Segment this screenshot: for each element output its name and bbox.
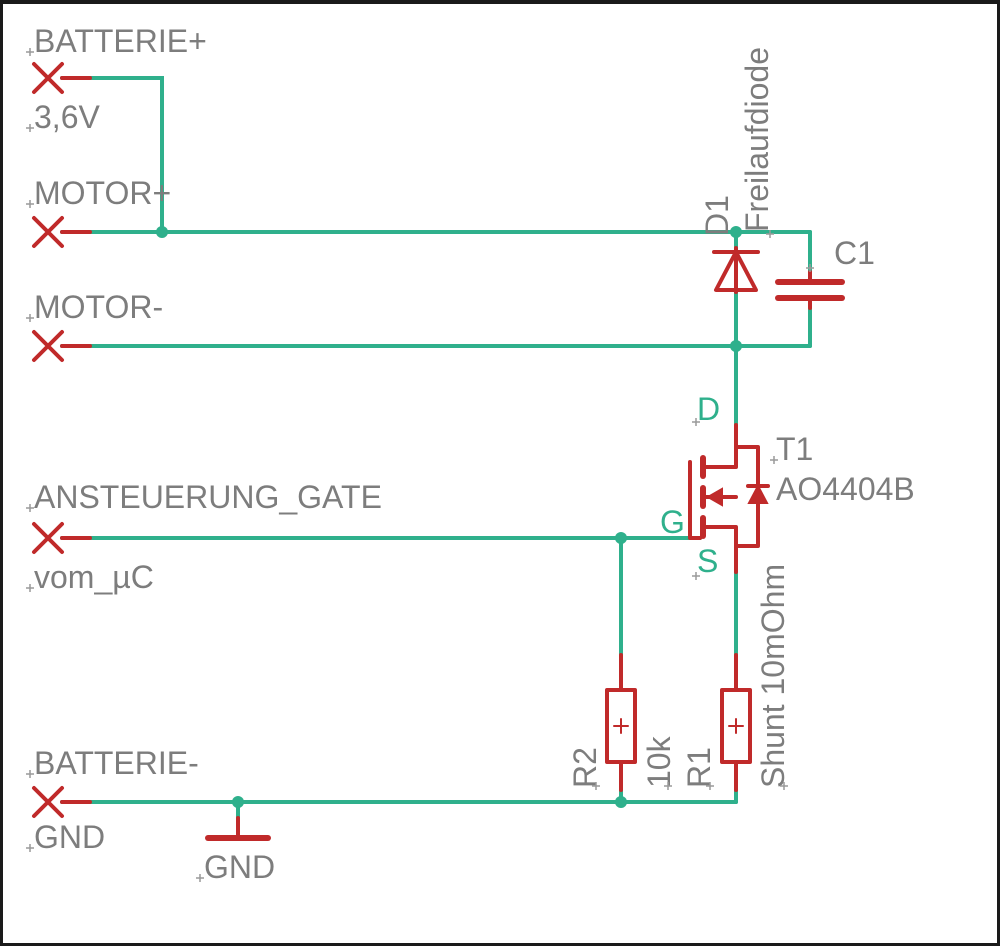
connector-value: 3,6V bbox=[34, 99, 100, 135]
resistor-plus-icon bbox=[728, 718, 744, 734]
mosfet-t1[interactable]: D G S T1 AO4404B bbox=[660, 391, 915, 579]
connector-batterie-plus[interactable]: BATTERIE+ 3,6V bbox=[32, 23, 207, 135]
connector-x-icon bbox=[32, 216, 92, 248]
origin-mark bbox=[26, 844, 34, 852]
origin-mark bbox=[706, 782, 714, 790]
origin-mark bbox=[692, 572, 700, 580]
origin-mark bbox=[26, 314, 34, 322]
origin-mark bbox=[26, 584, 34, 592]
junction-dot bbox=[615, 532, 627, 544]
junctions bbox=[156, 226, 742, 808]
resistor-r2[interactable]: R2 10k bbox=[567, 653, 677, 792]
mosfet-drain-path bbox=[701, 423, 738, 469]
connector-label: MOTOR+ bbox=[34, 175, 171, 211]
connector-label: ANSTEUERUNG_GATE bbox=[34, 479, 382, 515]
origin-mark bbox=[196, 874, 204, 882]
diode-name: D1 bbox=[699, 195, 735, 236]
capacitor-name: C1 bbox=[834, 235, 875, 271]
diode-d1[interactable]: D1 Freilaufdiode bbox=[699, 47, 775, 294]
resistor-plus-icon bbox=[613, 718, 629, 734]
net-batterie-plus bbox=[60, 76, 164, 234]
origin-mark bbox=[26, 48, 34, 56]
origin-mark bbox=[26, 770, 34, 778]
connector-x-icon bbox=[32, 786, 92, 818]
mosfet-pin-source: S bbox=[697, 543, 718, 579]
mosfet-pin-drain: D bbox=[697, 391, 720, 427]
connector-label: MOTOR- bbox=[34, 289, 163, 325]
junction-dot bbox=[615, 796, 627, 808]
resistor-r1[interactable]: R1 Shunt 10mOhm bbox=[681, 564, 791, 792]
connector-value: GND bbox=[34, 819, 105, 855]
mosfet-value: AO4404B bbox=[776, 471, 915, 507]
origin-mark bbox=[26, 124, 34, 132]
mosfet-source-path bbox=[701, 525, 738, 574]
connector-ansteuerung-gate[interactable]: ANSTEUERUNG_GATE vom_µC bbox=[32, 479, 382, 595]
diode-value: Freilaufdiode bbox=[739, 47, 775, 232]
resistor-value: 10k bbox=[641, 735, 677, 788]
resistor-name: R2 bbox=[567, 747, 603, 788]
ground-symbol[interactable]: GND bbox=[204, 816, 275, 885]
origin-mark bbox=[770, 456, 778, 464]
origin-mark bbox=[766, 230, 774, 238]
connector-batterie-minus[interactable]: BATTERIE- GND bbox=[32, 745, 199, 855]
ground-label: GND bbox=[204, 849, 275, 885]
text-origin-marks bbox=[26, 48, 814, 882]
mosfet-bodydiode-icon bbox=[747, 483, 769, 504]
capacitor-c1[interactable]: C1 bbox=[775, 235, 875, 310]
connector-label: BATTERIE+ bbox=[34, 23, 207, 59]
connector-x-icon bbox=[32, 522, 92, 554]
connector-motor-minus[interactable]: MOTOR- bbox=[32, 289, 163, 362]
origin-mark bbox=[692, 418, 700, 426]
origin-mark bbox=[26, 200, 34, 208]
connector-x-icon bbox=[32, 330, 92, 362]
connector-label: BATTERIE- bbox=[34, 745, 199, 781]
junction-dot bbox=[730, 226, 742, 238]
origin-mark bbox=[592, 782, 600, 790]
junction-dot bbox=[232, 796, 244, 808]
resistor-name: R1 bbox=[681, 747, 717, 788]
wires bbox=[60, 76, 812, 840]
origin-mark bbox=[780, 782, 788, 790]
origin-mark bbox=[806, 264, 814, 272]
mosfet-arrow-icon bbox=[705, 487, 723, 507]
junction-dot bbox=[730, 340, 742, 352]
connector-value: vom_µC bbox=[34, 559, 154, 595]
mosfet-pin-gate: G bbox=[660, 504, 685, 540]
mosfet-name: T1 bbox=[776, 431, 813, 467]
connector-x-icon bbox=[32, 62, 92, 94]
connector-motor-plus[interactable]: MOTOR+ bbox=[32, 175, 171, 248]
origin-mark bbox=[664, 782, 672, 790]
origin-mark bbox=[26, 504, 34, 512]
resistor-value: Shunt 10mOhm bbox=[755, 564, 791, 788]
junction-dot bbox=[156, 226, 168, 238]
